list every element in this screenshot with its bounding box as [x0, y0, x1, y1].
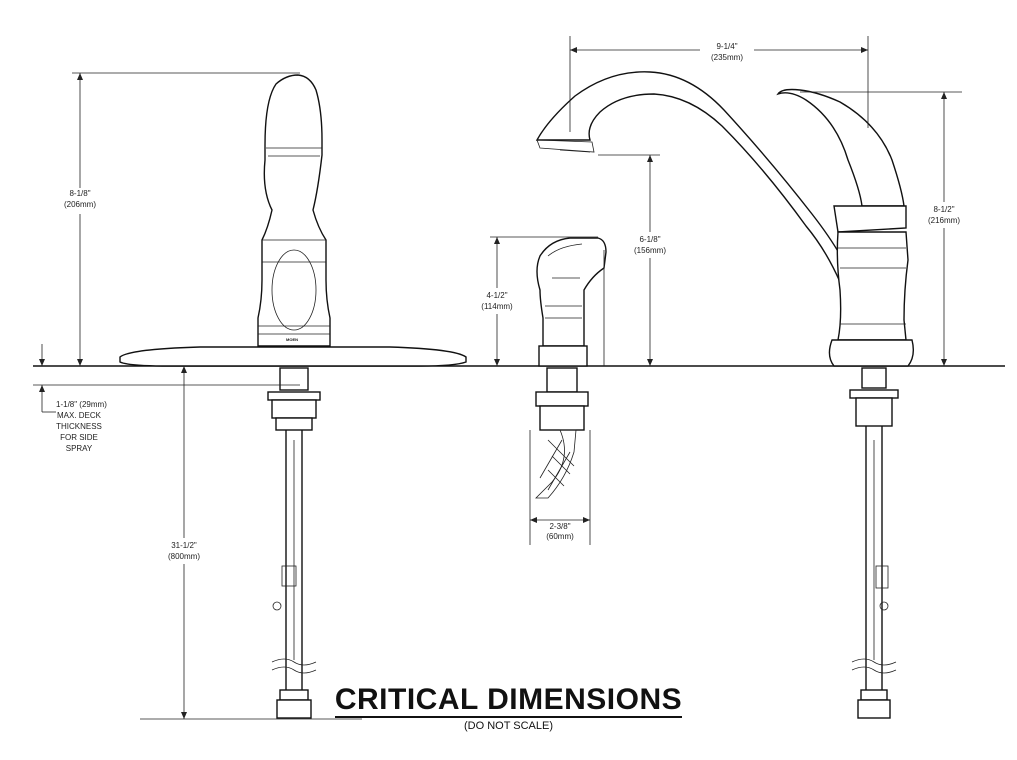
dim-spray-width: 2-3/8" (60mm) [529, 430, 591, 545]
dim-front-height: 8-1/8" (206mm) [64, 72, 300, 366]
faucet-side-view [535, 71, 915, 719]
dim-spray-height: 4-1/2" (114mm) [478, 236, 598, 366]
dim-spout-clearance: 6-1/8" (156mm) [598, 154, 674, 366]
side-spray [535, 237, 607, 499]
spout-clearance-metric: (156mm) [634, 246, 666, 255]
deck-line3: THICKNESS [56, 422, 102, 431]
side-height-value: 8-1/2" [933, 205, 954, 214]
dim-supply-length: 31-1/2" (800mm) [162, 366, 206, 719]
title-block: CRITICAL DIMENSIONS (DO NOT SCALE) [0, 684, 1017, 732]
spray-width-value: 2-3/8" [549, 522, 570, 531]
spray-height-value: 4-1/2" [486, 291, 507, 300]
side-height-metric: (216mm) [928, 216, 960, 225]
deck-line1: 1-1/8" (29mm) [56, 400, 107, 409]
supply-length-value: 31-1/2" [171, 541, 197, 550]
spray-width-metric: (60mm) [546, 532, 574, 541]
dim-spout-reach: 9-1/4" (235mm) [569, 36, 869, 132]
front-height-metric: (206mm) [64, 200, 96, 209]
dim-side-height: 8-1/2" (216mm) [800, 91, 968, 366]
logo-text: MOEN [286, 337, 298, 342]
spray-height-metric: (114mm) [481, 302, 513, 311]
deck-line4: FOR SIDE [60, 433, 98, 442]
deck-line2: MAX. DECK [57, 411, 102, 420]
spout-reach-value: 9-1/4" [716, 42, 737, 51]
deck-line5: SPRAY [66, 444, 93, 453]
faucet-front-view: MOEN [119, 74, 467, 719]
front-height-value: 8-1/8" [69, 189, 90, 198]
page-title: CRITICAL DIMENSIONS [334, 683, 683, 718]
supply-length-metric: (800mm) [168, 552, 200, 561]
spout-clearance-value: 6-1/8" [639, 235, 660, 244]
spout-reach-metric: (235mm) [711, 53, 743, 62]
dim-deck-thickness: 1-1/8" (29mm) MAX. DECK THICKNESS FOR SI… [33, 344, 300, 453]
page-subtitle: (DO NOT SCALE) [463, 720, 554, 732]
